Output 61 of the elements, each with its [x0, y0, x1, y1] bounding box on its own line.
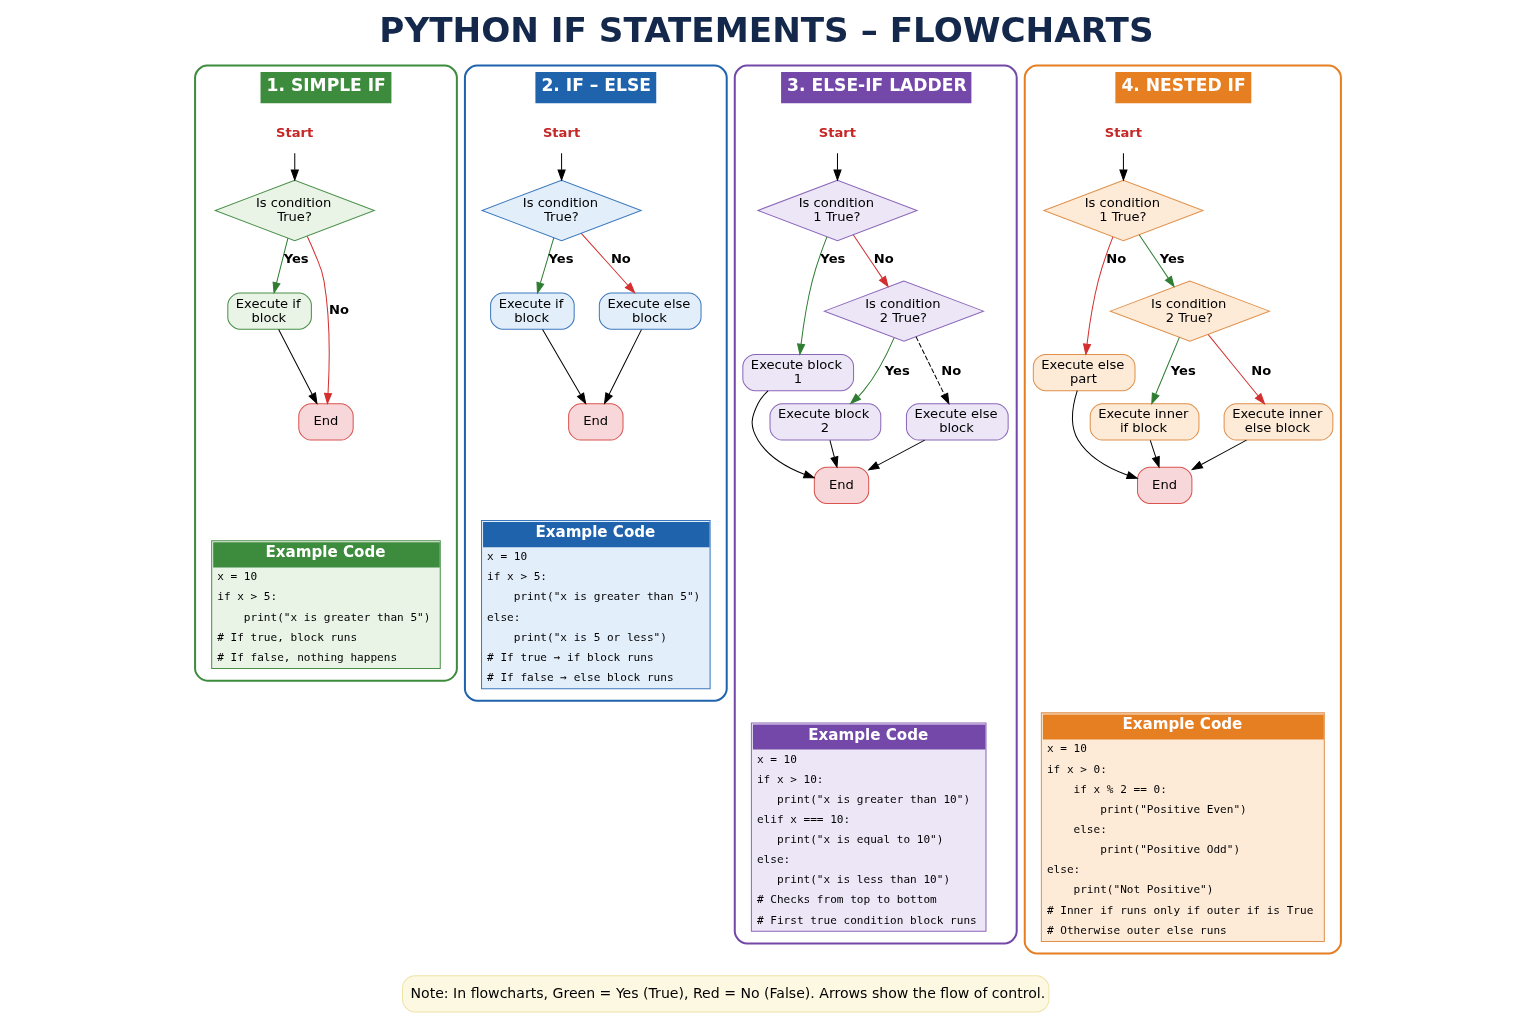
arrow [557, 152, 566, 182]
edge-label: No [329, 301, 349, 317]
arrow [580, 232, 636, 294]
node-diamond: Is condition True? [480, 179, 643, 242]
arrow [833, 152, 842, 182]
node-box: Execute else part [1032, 353, 1136, 392]
node-text: Start [276, 125, 314, 141]
arrow [915, 336, 950, 406]
edge-label: Yes [1159, 251, 1185, 267]
arrow [852, 234, 889, 288]
node-box: End [813, 466, 870, 504]
edge-label: Yes [1170, 362, 1196, 378]
edge-label: Yes [283, 251, 309, 267]
arrow [542, 329, 587, 405]
node-text: Start [1104, 125, 1143, 141]
arrow [849, 337, 895, 405]
arrow [1207, 334, 1266, 405]
label: Note: In flowcharts, Green = Yes (True), Red = No (False). Arrows show the flow of control. [410, 984, 1046, 1001]
arrow [1082, 236, 1114, 356]
node-box: Execute inner if block [1089, 403, 1200, 441]
edge-label: Yes [884, 362, 910, 378]
node-box: Execute inner else block [1223, 403, 1334, 441]
node-diamond: Is condition True? [213, 179, 376, 242]
arrow [1138, 234, 1175, 288]
arrow [1149, 439, 1160, 469]
edge-label: Yes [820, 251, 846, 267]
node-box: Execute else block [598, 292, 702, 330]
arrow [867, 439, 926, 471]
diagram-title: PYTHON IF STATEMENTS – FLOWCHARTS [379, 10, 1154, 51]
node-text: Start [542, 125, 581, 141]
node-box: End [298, 403, 354, 441]
arrow [1072, 390, 1139, 480]
node-box: Execute if block [490, 292, 575, 330]
edge-label: No [610, 251, 631, 267]
edge-label: No [1106, 251, 1127, 267]
node-box: End [1137, 466, 1193, 504]
edge-label: Yes [548, 251, 574, 267]
node-box: Execute if block [227, 292, 312, 330]
arrow [290, 152, 299, 182]
node-box: Execute block 2 [769, 403, 882, 441]
node-diamond: Is condition 1 True? [1042, 179, 1205, 242]
node-box: Execute block 1 [742, 353, 855, 392]
node-diamond: Is condition 2 True? [822, 280, 985, 342]
edge-label: No [941, 362, 962, 378]
arrow [796, 236, 828, 356]
arrow [1190, 439, 1247, 471]
node-box: End [568, 403, 624, 441]
node-text: Start [818, 125, 857, 141]
arrow [272, 237, 289, 295]
node-box: Execute else block [905, 403, 1009, 441]
arrow [306, 235, 333, 405]
node-diamond: Is condition 1 True? [756, 179, 919, 242]
arrow [536, 237, 555, 295]
arrow [1151, 336, 1180, 405]
arrow [603, 329, 642, 405]
edge-label: No [1251, 362, 1272, 378]
arrow [1119, 152, 1128, 182]
edge-label: No [873, 251, 894, 267]
arrow [829, 439, 839, 469]
node-diamond: Is condition 2 True? [1108, 280, 1271, 342]
arrow [278, 329, 318, 405]
